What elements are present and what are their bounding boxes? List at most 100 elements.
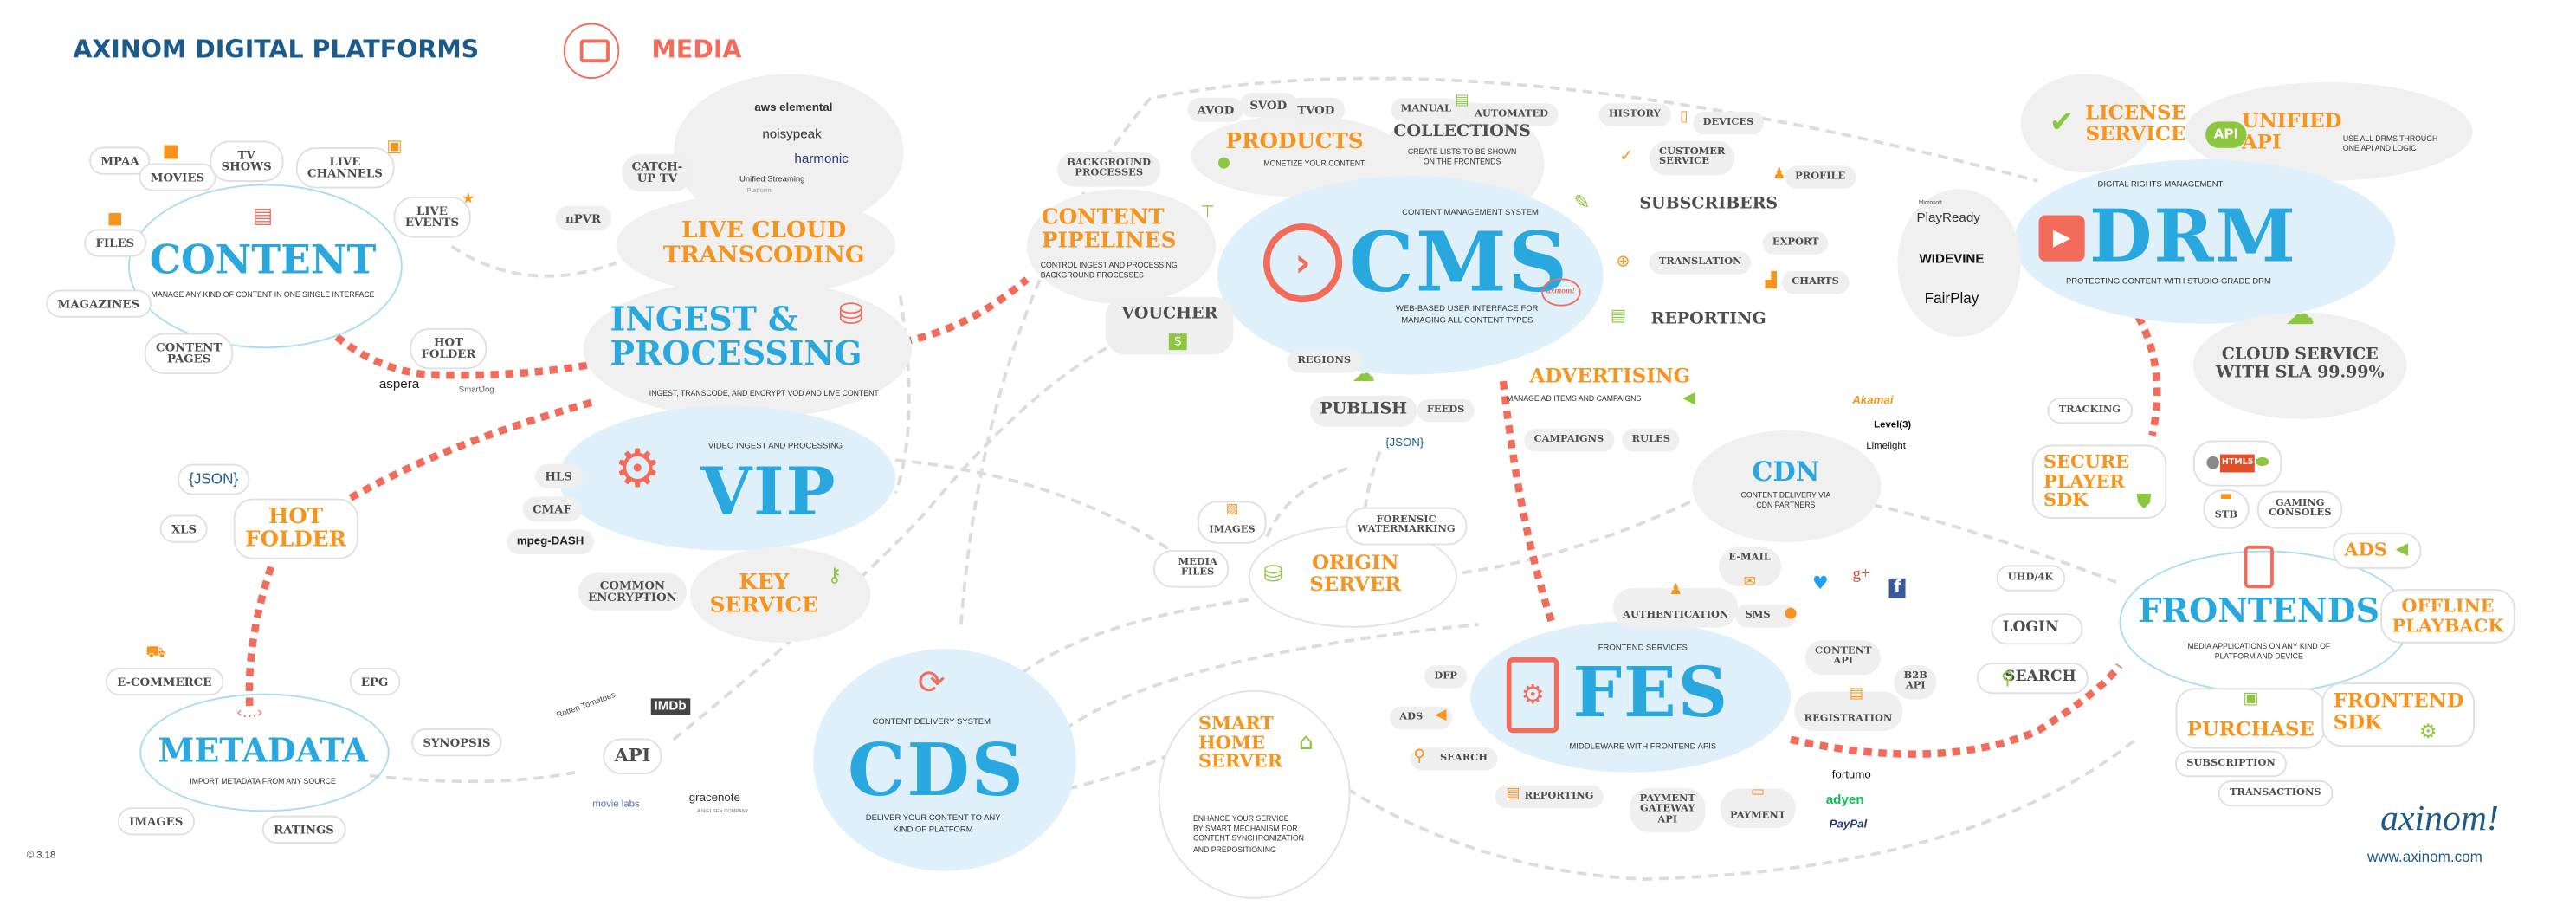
- sms-item: SMS: [1735, 604, 1797, 629]
- collections-caption: CREATE LISTS TO BE SHOWN ON THE FRONTEND…: [1407, 147, 1517, 166]
- live-events-item: LIVE EVENTS: [393, 197, 471, 237]
- fes-reporting-item: REPORTING: [1495, 785, 1604, 809]
- movies-item: MOVIES: [139, 163, 216, 192]
- epg-item: EPG: [349, 667, 400, 696]
- axinom-logo: axinom!: [2380, 797, 2499, 838]
- level3-logo: Level(3): [1874, 420, 1912, 431]
- fes-subtitle: FRONTEND SERVICES: [1598, 644, 1688, 654]
- folder-icon: ■: [107, 210, 123, 229]
- metadata-title: METADATA: [158, 730, 368, 770]
- content-pipelines-caption: CONTROL INGEST AND PROCESSING BACKGROUND…: [1040, 261, 1178, 280]
- stb-icon: ▬: [2219, 488, 2233, 503]
- profile-icon: ♟: [1772, 166, 1786, 184]
- unified-streaming-logo: Unified Streaming: [739, 175, 805, 185]
- images-item: IMAGES: [117, 807, 195, 837]
- harmonic-logo: harmonic: [794, 151, 849, 166]
- content-caption: MANAGE ANY KIND OF CONTENT IN ONE SINGLE…: [151, 290, 375, 300]
- shield-play-icon: ⛊: [2136, 489, 2152, 513]
- synopsis-item: SYNOPSIS: [411, 728, 502, 758]
- feeds-item: FEEDS: [1417, 398, 1475, 423]
- publish-json: {JSON}: [1385, 437, 1424, 450]
- twitter-icon: ♥: [1811, 572, 1829, 594]
- facebook-icon: f: [1888, 578, 1907, 598]
- form-icon: ▤: [1849, 686, 1864, 703]
- imdb-logo: IMDb: [650, 698, 690, 715]
- ratings-item: RATINGS: [261, 815, 346, 844]
- connector: [1361, 451, 1382, 534]
- coins-icon: ●: [1217, 155, 1230, 172]
- campaigns-item: CAMPAIGNS: [1524, 428, 1614, 453]
- payment-item: PAYMENT: [1720, 788, 1796, 829]
- cms-caption: WEB-BASED USER INTERFACE FOR MANAGING AL…: [1396, 304, 1539, 326]
- frontends-search-icon: ⚲: [2000, 668, 2015, 689]
- catchup-tv-item: CATCH- UP TV: [622, 153, 693, 191]
- forensic-watermarking-item: FORENSIC WATERMARKING: [1346, 507, 1467, 545]
- avod-item: AVOD: [1187, 97, 1244, 123]
- live-cloud-transcoding-title: LIVE CLOUD TRANSCODING: [662, 217, 865, 268]
- cloud-icon: ☁: [2285, 297, 2315, 333]
- payment-gateway-api-item: PAYMENT GATEWAY API: [1630, 787, 1706, 832]
- profile-item: PROFILE: [1785, 165, 1856, 190]
- email-item: E-MAIL: [1719, 547, 1781, 587]
- android-icon: ⬬: [2255, 453, 2269, 472]
- collections-title: COLLECTIONS: [1393, 122, 1531, 141]
- login-item: LOGIN: [1991, 613, 2084, 646]
- lock-play-icon: ▶: [2038, 215, 2085, 262]
- microsoft-logo: Microsoft: [1918, 199, 1942, 206]
- unified-api-title: UNIFIED API: [2242, 108, 2342, 153]
- ecommerce-item: E-COMMERCE: [105, 667, 223, 696]
- connector: [1263, 466, 1348, 543]
- camera-icon: ■: [162, 140, 180, 162]
- search-icon: ⚲: [1413, 747, 1426, 766]
- cdn-blob: [1692, 430, 1882, 543]
- cms-title: CMS: [1348, 213, 1570, 311]
- copyright: © 3.18: [26, 851, 56, 862]
- report-list-icon: ▤: [1610, 307, 1626, 326]
- reporting-list-icon: ▤: [1506, 786, 1520, 803]
- limelight-logo: Limelight: [1866, 442, 1906, 452]
- background-processes-item: BACKGROUND PROCESSES: [1056, 152, 1161, 186]
- drm-title: DRM: [2089, 195, 2297, 280]
- megaphone-icon: ◀: [1682, 389, 1695, 408]
- ingest-title: INGEST & PROCESSING: [610, 299, 862, 373]
- api-cloud-icon: API: [2205, 121, 2247, 148]
- fortumo-logo: fortumo: [1831, 769, 1871, 782]
- gaming-consoles-item: GAMING CONSOLES: [2256, 490, 2343, 528]
- svod-item: SVOD: [1239, 92, 1297, 118]
- publish-title: PUBLISH: [1310, 395, 1417, 426]
- akamai-logo: Akamai: [1852, 395, 1894, 407]
- connector: [894, 295, 911, 494]
- xls-item: XLS: [159, 514, 209, 544]
- export-item: EXPORT: [1762, 231, 1829, 255]
- connector: [1067, 754, 1167, 791]
- content-blob: [127, 184, 403, 349]
- aws-elemental-logo: aws elemental: [754, 102, 833, 114]
- sdk-gear-icon: ⚙: [2418, 720, 2437, 743]
- gracenote-sub: A NIELSEN COMPANY: [697, 807, 749, 815]
- star-icon: ★: [462, 191, 475, 209]
- ingest-blob: [583, 279, 913, 419]
- code-icon: ‹…›: [236, 705, 263, 722]
- frontends-search-item: SEARCH: [1976, 663, 2088, 695]
- tvod-item: TVOD: [1287, 97, 1345, 123]
- widevine-logo: WIDEVINE: [1919, 251, 1985, 267]
- mpeg-dash-item: mpeg-DASH: [507, 529, 594, 555]
- hot-folder-small: HOT FOLDER: [410, 327, 487, 369]
- license-check-icon: ✔: [2049, 105, 2075, 140]
- regions-item: REGIONS: [1287, 349, 1361, 373]
- b2b-api-item: B2B API: [1894, 664, 1938, 699]
- axinom-website-link[interactable]: www.axinom.com: [2366, 848, 2482, 865]
- movielabs-logo: movie labs: [592, 799, 640, 811]
- advertising-title: ADVERTISING: [1529, 364, 1691, 388]
- key-icon: ⚷: [827, 563, 843, 587]
- media-devices-icon: [563, 23, 620, 80]
- hls-item: HLS: [534, 463, 583, 489]
- playready-logo: PlayReady: [1916, 210, 1980, 225]
- list-icon: ▤: [1455, 93, 1469, 110]
- cloud-upload-icon: ☁: [1352, 361, 1376, 388]
- html5-icon: HTML5: [2219, 454, 2256, 473]
- hot-folder-title: HOT FOLDER: [233, 498, 358, 560]
- home-server-icon: ⌂: [1298, 729, 1314, 756]
- connector: [369, 770, 576, 784]
